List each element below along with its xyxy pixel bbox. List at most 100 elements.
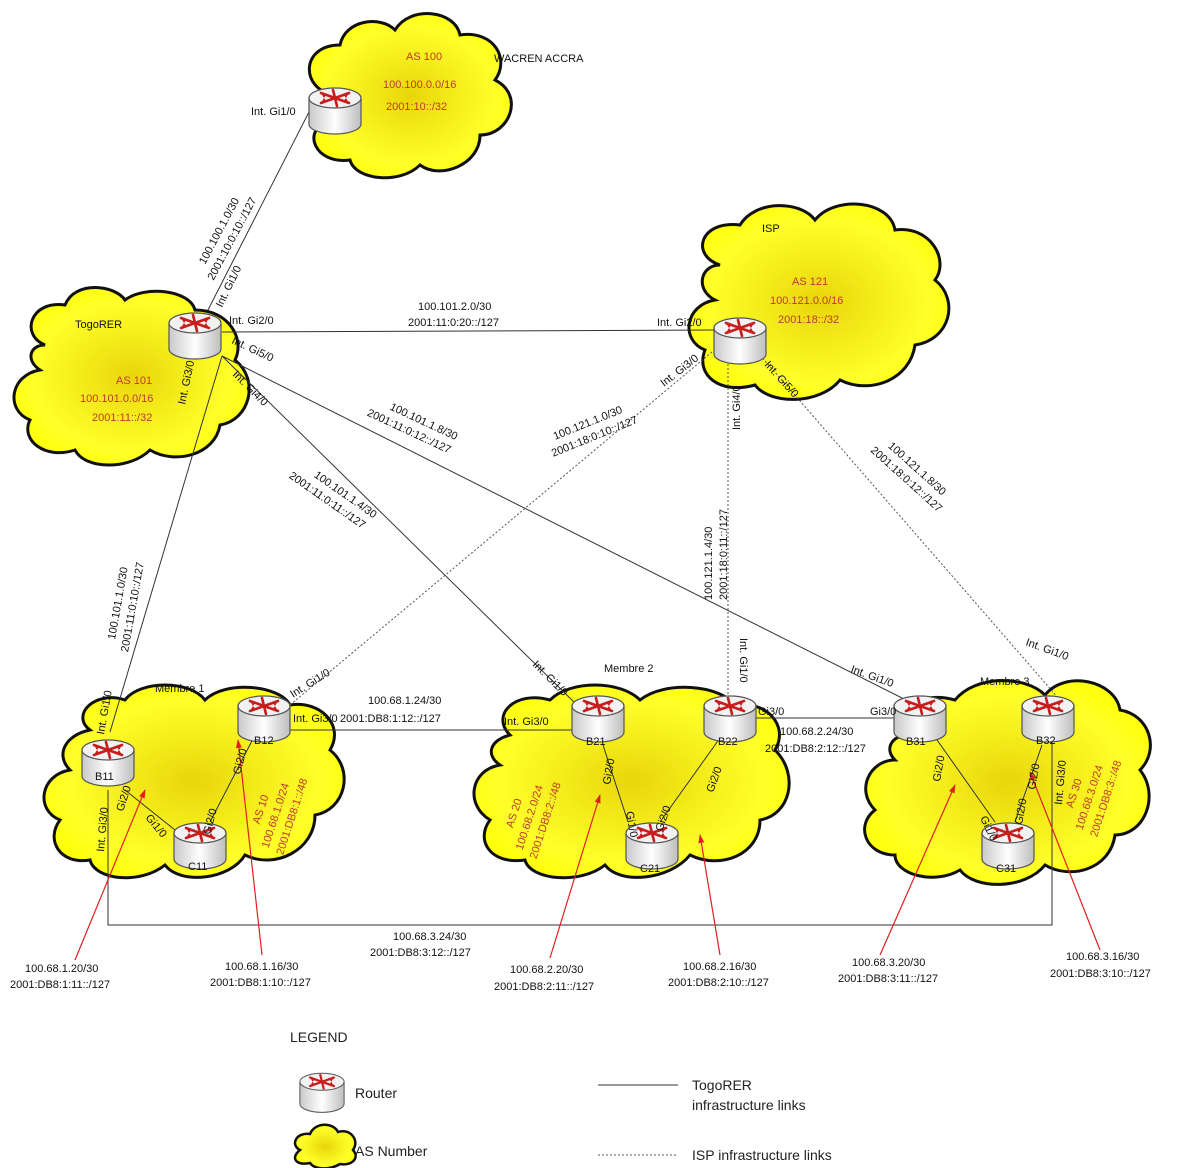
b12-gi1: Int. Gi1/0 bbox=[288, 667, 332, 701]
router-togorer[interactable] bbox=[167, 311, 223, 361]
link-b22-c21 bbox=[659, 737, 721, 823]
as101-v4: 100.101.0.0/16 bbox=[80, 393, 153, 405]
c21-b21-v6: 2001:DB8:2:11::/127 bbox=[494, 981, 594, 993]
router-b11[interactable]: B11 bbox=[80, 738, 136, 788]
isp-links bbox=[289, 351, 1061, 706]
b22-gi1: Int. Gi1/0 bbox=[737, 638, 749, 683]
link-b11-c11 bbox=[124, 789, 176, 831]
c21-gi1: Gi1/0 bbox=[623, 810, 639, 838]
as101-v6: 2001:11::/32 bbox=[92, 412, 152, 424]
link-b21-c21 bbox=[602, 744, 629, 823]
b22-gi3: Gi3/0 bbox=[758, 706, 784, 718]
b22-b31-v4: 100.68.2.24/30 bbox=[780, 726, 853, 738]
c11-b11-v6: 2001:DB8:1:11::/127 bbox=[10, 979, 110, 991]
tog-gi2: Int. Gi2/0 bbox=[229, 315, 274, 327]
router-c21-label: C21 bbox=[640, 863, 660, 875]
c11-b12-v4: 100.68.1.16/30 bbox=[225, 961, 298, 973]
c11-b12-v6: 2001:DB8:1:10::/127 bbox=[210, 977, 311, 989]
router-isp[interactable] bbox=[712, 316, 768, 366]
b12-b21-v4: 100.68.1.24/30 bbox=[368, 695, 441, 707]
b12-b21-v6: 2001:DB8:1:12::/127 bbox=[340, 713, 441, 725]
router-wacren[interactable] bbox=[307, 86, 363, 136]
legend-router-label: Router bbox=[355, 1085, 397, 1101]
legend-tog-line2: infrastructure links bbox=[692, 1097, 806, 1113]
c31-b31-v4: 100.68.3.20/30 bbox=[852, 957, 925, 969]
c11-b11-v4: 100.68.1.20/30 bbox=[25, 963, 98, 975]
isp-name: ISP bbox=[762, 223, 780, 235]
link-tog-b31 bbox=[221, 355, 913, 704]
c31-gi2: Gi2/0 bbox=[1013, 798, 1029, 826]
membre3-name: Membre 3 bbox=[980, 676, 1030, 688]
c31-b31-v6: 2001:DB8:3:11::/127 bbox=[838, 973, 938, 985]
tog-isp-v6: 2001:11:0:20::/127 bbox=[408, 317, 499, 329]
b22-b31-v6: 2001:DB8:2:12::/127 bbox=[765, 743, 866, 755]
subnet-arrows bbox=[74, 739, 1101, 961]
b21-gi2: Gi2/0 bbox=[601, 758, 617, 786]
as121-number: AS 121 bbox=[792, 276, 828, 288]
membre1-name: Membre 1 bbox=[155, 683, 205, 695]
b21-gi1: Int. Gi1/0 bbox=[530, 659, 570, 699]
c21-b22-v4: 100.68.2.16/30 bbox=[683, 961, 756, 973]
arrow-c11-b11 bbox=[74, 789, 146, 961]
as121-v4: 100.121.0.0/16 bbox=[770, 295, 843, 307]
as100-number: AS 100 bbox=[406, 51, 442, 63]
isp-gi4: Int. Gi4/0 bbox=[731, 385, 743, 430]
b11-b32-v4: 100.68.3.24/30 bbox=[393, 931, 466, 943]
router-b31[interactable]: B31 bbox=[892, 694, 948, 748]
router-b12-label: B12 bbox=[254, 735, 274, 747]
legend-cloud-icon bbox=[293, 1123, 357, 1168]
arrow-c21-b21 bbox=[549, 794, 601, 959]
c21-b22-v6: 2001:DB8:2:10::/127 bbox=[668, 977, 769, 989]
arrow-c31-b32 bbox=[1029, 771, 1101, 951]
isp-b22-v4: 100.121.1.4/30 bbox=[703, 527, 715, 600]
router-c11-label: C11 bbox=[188, 861, 207, 873]
b31-gi2: Gi2/0 bbox=[931, 755, 947, 783]
link-tog-isp bbox=[221, 329, 715, 333]
b11-gi3: Int. Gi3/0 bbox=[95, 807, 111, 853]
c21-b21-v4: 100.68.2.20/30 bbox=[510, 964, 583, 976]
wacren-gi1: Int. Gi1/0 bbox=[251, 106, 296, 118]
router-b22[interactable]: B22 bbox=[702, 694, 758, 748]
togorer-name: TogoRER bbox=[75, 319, 122, 331]
router-b11-label: B11 bbox=[95, 771, 114, 783]
link-b32-c31 bbox=[1014, 744, 1043, 823]
as100-v4: 100.100.0.0/16 bbox=[383, 79, 456, 91]
cloud-as100 bbox=[307, 12, 513, 180]
router-c11[interactable]: C11 bbox=[172, 821, 228, 873]
router-b32[interactable]: B32 bbox=[1020, 694, 1076, 747]
isp-b22-v6: 2001:18:0:11::/127 bbox=[718, 509, 730, 600]
b32-gi1: Int. Gi1/0 bbox=[1024, 637, 1070, 664]
legend-as-label: AS Number bbox=[355, 1143, 428, 1159]
b32-gi3: Int. Gi3/0 bbox=[1053, 760, 1069, 806]
legend-title: LEGEND bbox=[290, 1029, 348, 1045]
legend-isp-label: ISP infrastructure links bbox=[692, 1147, 832, 1163]
router-b21-label: B21 bbox=[586, 736, 606, 748]
b12-gi3: Int. Gi3/0 bbox=[293, 713, 338, 725]
arrow-c11-b12 bbox=[235, 739, 263, 956]
as121-v6: 2001:18::/32 bbox=[778, 314, 839, 326]
b31-gi3: Gi3/0 bbox=[870, 706, 896, 718]
as101-number: AS 101 bbox=[116, 375, 152, 387]
router-b21[interactable]: B21 bbox=[570, 694, 626, 748]
link-tog-b21 bbox=[221, 355, 581, 709]
b11-b32-v6: 2001:DB8:3:12::/127 bbox=[370, 947, 471, 959]
as100-v6: 2001:10::/32 bbox=[386, 101, 447, 113]
c31-b32-v6: 2001:DB8:3:10::/127 bbox=[1050, 968, 1151, 980]
legend-tog-line1: TogoRER bbox=[692, 1077, 752, 1093]
isp-gi2: Int. Gi2/0 bbox=[657, 317, 702, 329]
c31-b32-v4: 100.68.3.16/30 bbox=[1066, 951, 1139, 963]
wacren-name: WACREN ACCRA bbox=[494, 53, 584, 65]
isp-gi3: Int. Gi3/0 bbox=[658, 352, 701, 389]
legend-router-icon bbox=[298, 1072, 346, 1114]
link-b31-c31 bbox=[929, 729, 996, 823]
b21-gi3: Int. Gi3/0 bbox=[504, 716, 549, 728]
b32-gi2: Gi2/0 bbox=[1026, 763, 1042, 791]
link-b12-c11 bbox=[209, 734, 256, 823]
router-b32-label: B32 bbox=[1036, 735, 1056, 747]
legend: LEGEND Router AS Number TogoRER infrastr… bbox=[290, 1029, 832, 1168]
router-c31[interactable]: C31 bbox=[980, 821, 1036, 875]
router-b31-label: B31 bbox=[906, 736, 926, 748]
router-b12[interactable]: B12 bbox=[236, 694, 292, 747]
router-c21[interactable]: C21 bbox=[624, 821, 680, 875]
b31-gi1: Int. Gi1/0 bbox=[849, 664, 895, 691]
